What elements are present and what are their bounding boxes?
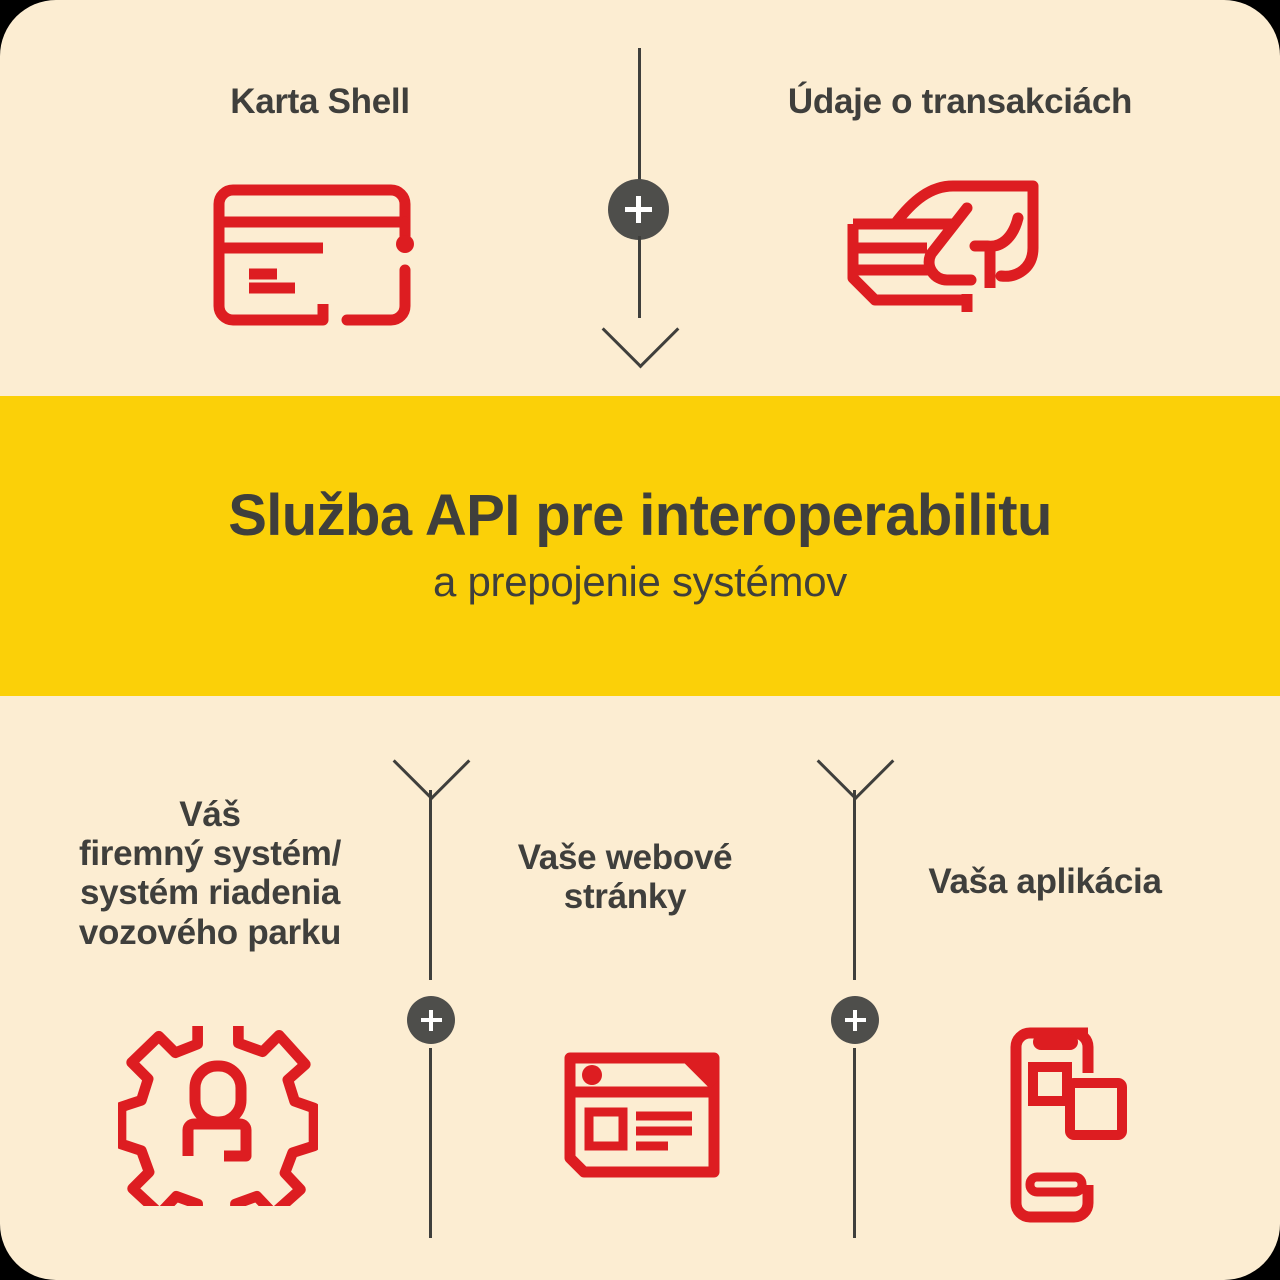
- heading-your-website: Vaše webové stránky: [455, 838, 795, 916]
- connector-line-top-lower: [638, 236, 641, 318]
- plus-badge-top: [608, 179, 669, 240]
- chevron-down-icon-left: [392, 722, 471, 801]
- connector-line-left-upper: [429, 790, 432, 980]
- heading-line: Vaša aplikácia: [928, 862, 1162, 901]
- heading-line: Váš: [179, 795, 241, 834]
- connector-line-right-upper: [853, 790, 856, 980]
- connector-line-right-lower: [853, 1048, 856, 1238]
- heading-line: vozového parku: [78, 912, 342, 952]
- credit-card-icon: [205, 178, 425, 333]
- arrow-down-icon: [601, 290, 680, 369]
- browser-window-icon: [562, 1050, 722, 1190]
- banner-title: Služba API pre interoperabilitu: [228, 482, 1052, 548]
- connector-line-left-lower: [429, 1048, 432, 1238]
- heading-your-application: Vaša aplikácia: [845, 862, 1245, 901]
- chevron-down-icon-right: [816, 722, 895, 801]
- heading-line: firemný systém/: [78, 834, 342, 874]
- heading-udaje-o-transakciach: Údaje o transakciách: [787, 82, 1133, 121]
- plus-badge-left: [407, 996, 455, 1044]
- heading-line: systém riadenia: [79, 873, 341, 913]
- hand-holding-card-icon: [835, 170, 1065, 350]
- plus-horizontal-bar: [625, 207, 652, 212]
- heading-karta-shell: Karta Shell: [230, 82, 410, 121]
- heading-line: stránky: [563, 877, 687, 917]
- plus-horizontal-bar: [420, 1018, 442, 1022]
- connector-line-top-upper: [638, 48, 641, 188]
- heading-line: Vaše webové: [517, 838, 733, 877]
- heading-fleet-system: Váš firemný systém/ systém riadenia vozo…: [20, 795, 400, 952]
- gear-person-icon: [115, 1014, 320, 1231]
- mobile-phone-icon: [1000, 1025, 1150, 1235]
- api-service-banner: Služba API pre interoperabilitu a prepoj…: [0, 396, 1280, 696]
- plus-badge-right: [831, 996, 879, 1044]
- banner-subtitle: a prepojenie systémov: [433, 558, 847, 606]
- plus-horizontal-bar: [844, 1018, 866, 1022]
